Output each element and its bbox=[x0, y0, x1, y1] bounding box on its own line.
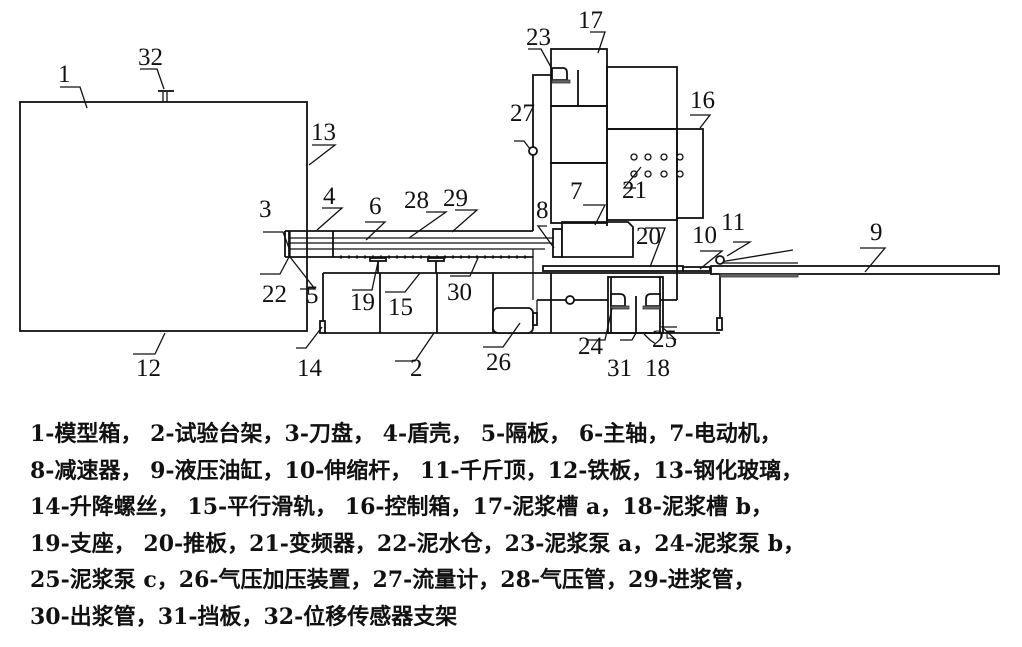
slurry-pump-a bbox=[532, 67, 571, 100]
callout-18: 18 bbox=[645, 355, 670, 382]
sensor-bracket bbox=[158, 90, 174, 102]
callout-16: 16 bbox=[690, 87, 715, 114]
slurry-pump-b bbox=[610, 293, 630, 310]
hydraulic-cylinder bbox=[710, 265, 1000, 275]
legend-row: 1-模型箱， 2-试验台架，3-刀盘， 4-盾壳， 5-隔板， 6-主轴，7-电… bbox=[30, 421, 782, 447]
frequency-converter bbox=[630, 153, 684, 178]
support-19 bbox=[369, 257, 445, 273]
callout-29: 29 bbox=[443, 185, 468, 212]
callout-1: 1 bbox=[58, 61, 71, 88]
callout-13: 13 bbox=[311, 119, 336, 146]
legend-row: 30-出浆管，31-挡板，32-位移传感器支架 bbox=[30, 603, 458, 630]
callout-17: 17 bbox=[578, 7, 603, 34]
shield-shell bbox=[284, 230, 533, 258]
leader-lines bbox=[60, 31, 887, 362]
flow-meter bbox=[528, 146, 538, 156]
legend-row: 8-减速器， 9-液压油缸，10-伸缩杆， 11-千斤顶，12-铁板，13-钢化… bbox=[30, 457, 804, 484]
callout-14: 14 bbox=[297, 355, 323, 382]
callout-3: 3 bbox=[259, 196, 272, 223]
legend-row: 14-升降螺丝， 15-平行滑轨， 16-控制箱，17-泥浆槽 a，18-泥浆槽… bbox=[30, 494, 774, 520]
callout-8: 8 bbox=[536, 197, 549, 224]
jack bbox=[715, 255, 725, 265]
callout-2: 2 bbox=[410, 355, 423, 382]
test-rig-frame bbox=[322, 272, 1000, 334]
electric-motor bbox=[561, 221, 634, 258]
reducer bbox=[552, 228, 563, 258]
callout-26: 26 bbox=[486, 349, 511, 376]
callout-24: 24 bbox=[578, 333, 604, 360]
outlet-line bbox=[537, 295, 608, 305]
lifting-screw-left bbox=[319, 320, 326, 334]
callout-11: 11 bbox=[721, 209, 745, 236]
air-pressure-device bbox=[492, 300, 538, 334]
callout-27: 27 bbox=[510, 100, 535, 127]
callout-9: 9 bbox=[870, 219, 883, 246]
legend-row: 25-泥浆泵 c，26-气压加压装置，27-流量计，28-气压管，29-进浆管， bbox=[30, 567, 756, 593]
main-shaft bbox=[290, 237, 560, 250]
callout-7: 7 bbox=[570, 178, 583, 205]
callout-31: 31 bbox=[607, 355, 632, 382]
callout-20: 20 bbox=[636, 223, 661, 250]
callout-32: 32 bbox=[138, 44, 163, 71]
callout-30: 30 bbox=[447, 279, 472, 306]
push-plate bbox=[542, 265, 684, 272]
callout-23: 23 bbox=[526, 24, 551, 51]
component-legend: 1-模型箱， 2-试验台架，3-刀盘， 4-盾壳， 5-隔板， 6-主轴，7-电… bbox=[30, 416, 1020, 635]
slurry-pump-c bbox=[642, 293, 677, 310]
callout-15: 15 bbox=[388, 294, 413, 321]
callout-28: 28 bbox=[404, 187, 429, 214]
apparatus-diagram: 1 32 13 4 3 6 28 29 8 7 20 10 11 9 22 5 … bbox=[19, 7, 1000, 382]
tower-right-upper bbox=[606, 66, 678, 130]
callout-6: 6 bbox=[369, 193, 382, 220]
callout-25: 25 bbox=[652, 326, 677, 353]
callout-4: 4 bbox=[323, 183, 336, 210]
lifting-screw-right bbox=[716, 317, 723, 331]
callout-labels: 1 32 13 4 3 6 28 29 8 7 20 10 11 9 22 5 … bbox=[58, 7, 883, 382]
cylinder-sleeve bbox=[719, 273, 799, 278]
telescopic-rod bbox=[682, 266, 711, 272]
callout-10: 10 bbox=[692, 222, 717, 249]
callout-12: 12 bbox=[136, 355, 161, 382]
legend-row: 19-支座， 20-推板，21-变频器，22-泥水仓，23-泥浆泵 a，24-泥… bbox=[30, 530, 806, 557]
callout-21: 21 bbox=[622, 177, 647, 204]
tower-mid bbox=[550, 105, 608, 164]
callout-19: 19 bbox=[350, 289, 375, 316]
callout-5: 5 bbox=[306, 282, 319, 309]
callout-22: 22 bbox=[262, 281, 287, 308]
